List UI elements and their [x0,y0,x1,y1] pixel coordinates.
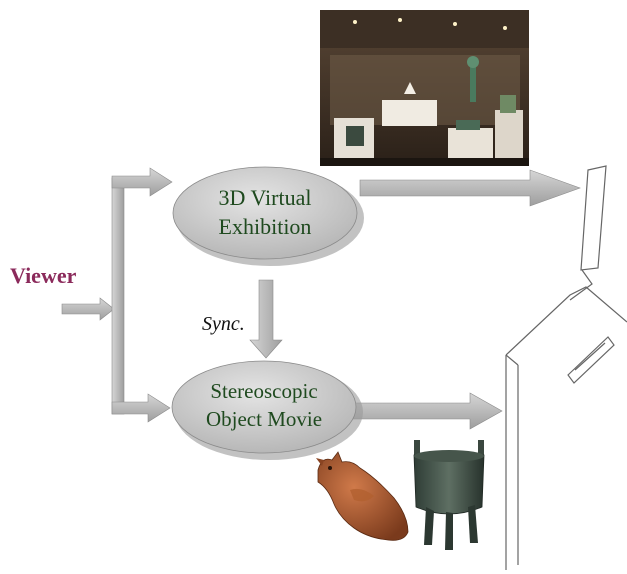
node-stereoscopic-object-movie: Stereoscopic Object Movie [171,360,363,460]
bronze-bird-figurine [316,451,409,541]
node-exhibition-line1: 3D Virtual [219,185,312,210]
arrow-to-movie [111,393,171,423]
display-kiosk [505,165,627,570]
sync-label: Sync. [202,313,245,335]
arrow-viewer-input [61,297,115,321]
arrows [61,167,581,430]
node-movie-line2: Object Movie [206,407,322,431]
node-movie-line1: Stereoscopic [210,379,317,403]
museum-photo [320,10,529,166]
node-3d-virtual-exhibition: 3D Virtual Exhibition [172,166,364,266]
bronze-tripod-vessel [413,440,485,550]
arrow-trunk [111,177,125,415]
arrow-exhibition-to-kiosk [359,169,581,207]
arrow-movie-to-kiosk [351,392,503,430]
viewer-label: Viewer [10,263,77,288]
node-exhibition-line2: Exhibition [219,214,312,239]
arrow-to-exhibition [111,167,173,197]
arrow-sync [249,279,283,359]
